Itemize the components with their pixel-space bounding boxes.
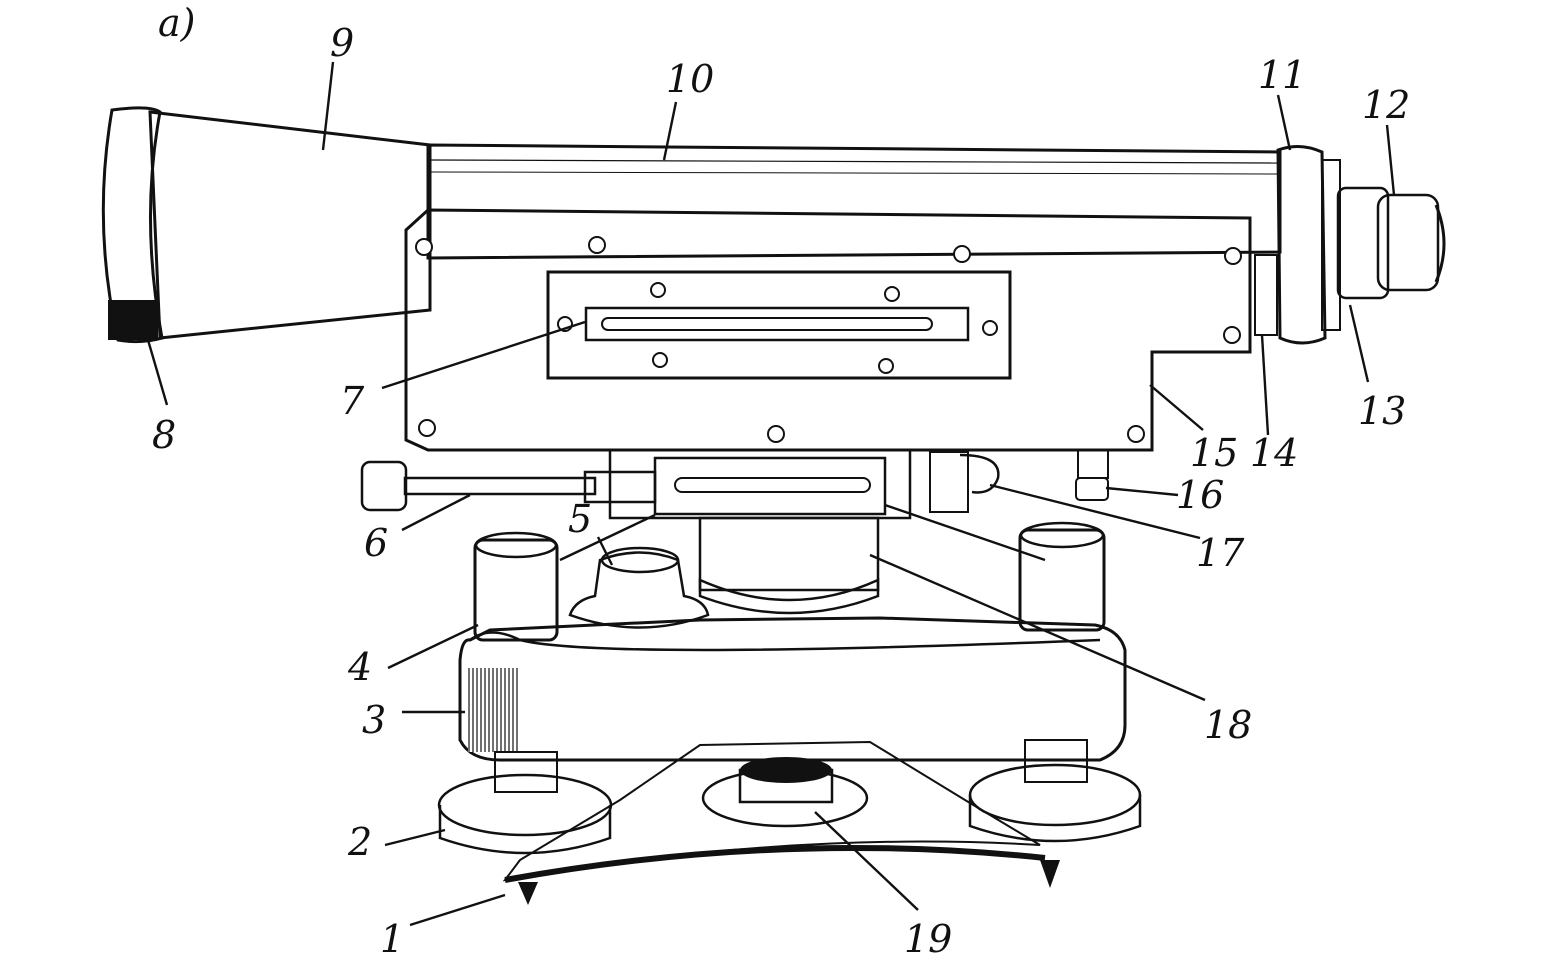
instrument-housing xyxy=(404,208,1252,452)
foot-disc-left xyxy=(437,751,613,855)
callout-12: 12 xyxy=(1362,83,1410,127)
focusing-ring xyxy=(1276,145,1341,345)
callout-16: 16 xyxy=(1176,473,1224,517)
callout-labels: a) 1 2 3 4 5 6 7 8 9 10 11 12 13 14 15 1… xyxy=(152,1,1410,961)
tribrach xyxy=(458,616,1127,762)
leader-10 xyxy=(662,101,678,161)
upper-knob-left xyxy=(473,531,559,642)
leader-extra xyxy=(884,503,1046,562)
telescope-tube xyxy=(426,143,1282,260)
callout-7: 7 xyxy=(340,379,365,423)
leader-2 xyxy=(384,828,446,847)
callout-19: 19 xyxy=(904,917,952,961)
leader-17 xyxy=(989,483,1201,540)
callout-17: 17 xyxy=(1196,531,1245,575)
callout-8: 8 xyxy=(152,413,176,457)
base-plate xyxy=(502,740,1060,905)
leader-15 xyxy=(1149,384,1204,431)
callout-10: 10 xyxy=(666,57,714,101)
callout-14: 14 xyxy=(1250,431,1298,475)
leader-12 xyxy=(1385,124,1396,196)
leader-7 xyxy=(381,320,586,390)
leader-6 xyxy=(401,493,471,532)
socket-cone xyxy=(568,546,710,629)
axis-cylinder xyxy=(698,516,880,615)
callout-2: 2 xyxy=(347,820,372,864)
callout-15: 15 xyxy=(1190,431,1238,475)
callout-6: 6 xyxy=(364,521,388,565)
leader-5b xyxy=(559,513,656,562)
leader-13 xyxy=(1348,304,1370,383)
foot-disc-right xyxy=(968,739,1142,843)
callout-1: 1 xyxy=(380,917,404,961)
circular-level-box xyxy=(608,448,912,520)
callout-4: 4 xyxy=(347,645,372,689)
leader-4 xyxy=(387,623,479,670)
callout-18: 18 xyxy=(1204,703,1252,747)
leader-8 xyxy=(146,339,169,406)
callout-13: 13 xyxy=(1358,389,1406,433)
leader-18 xyxy=(869,553,1206,702)
leader-14 xyxy=(1260,334,1270,436)
leader-9 xyxy=(321,61,335,151)
callout-11: 11 xyxy=(1258,53,1306,97)
leader-11 xyxy=(1276,94,1292,151)
leader-16 xyxy=(1105,486,1179,497)
callout-9: 9 xyxy=(330,21,354,65)
leader-19 xyxy=(814,811,919,911)
tangent-screw xyxy=(360,460,657,512)
objective-hood xyxy=(101,106,432,344)
callout-5: 5 xyxy=(568,497,592,541)
callout-3: 3 xyxy=(362,698,386,742)
panel-label: a) xyxy=(158,1,195,45)
eyepiece xyxy=(1336,186,1446,300)
leader-1 xyxy=(409,893,506,927)
upper-knob-right xyxy=(1018,521,1106,632)
leader-lines xyxy=(146,61,1396,927)
